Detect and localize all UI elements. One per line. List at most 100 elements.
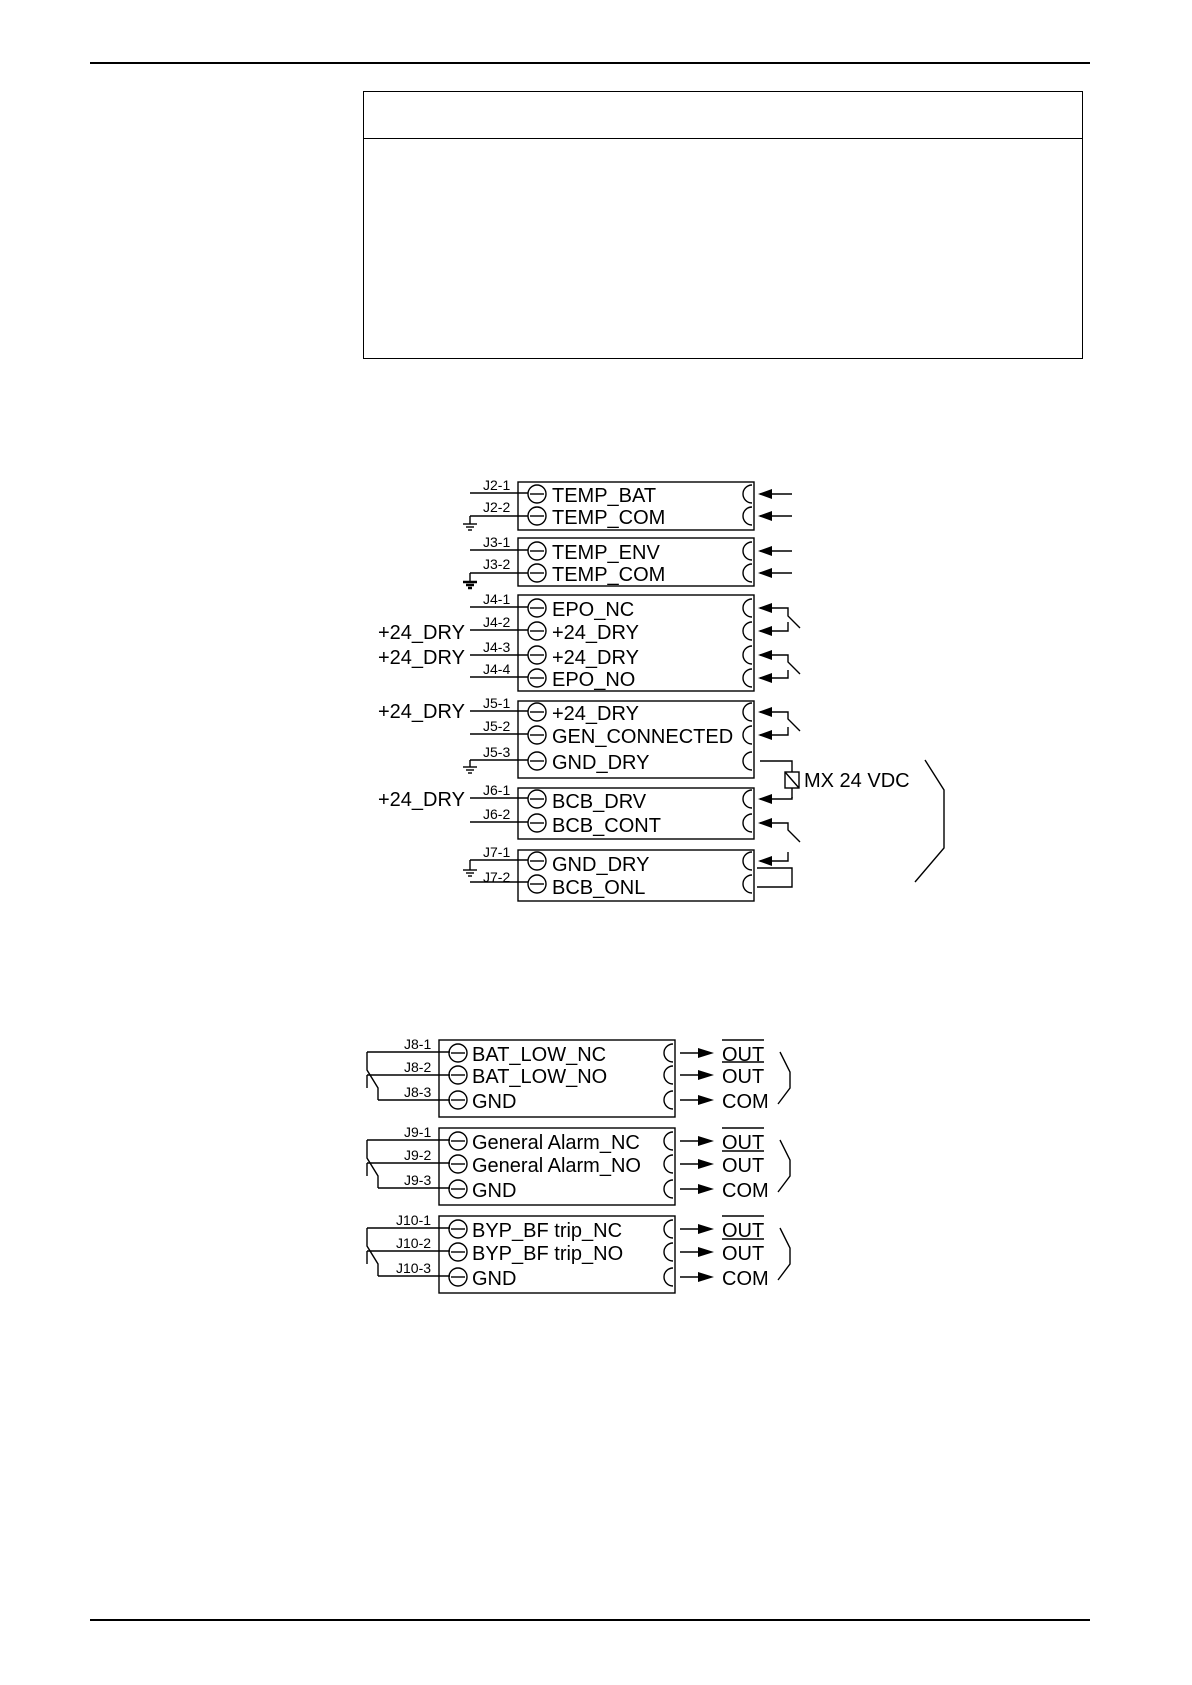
relay-contact-line: [366, 1052, 379, 1100]
screw-terminal-icon: [448, 1090, 468, 1110]
relay-contact-line: [366, 1228, 379, 1276]
pin-number: J5-2: [483, 718, 510, 734]
screw-terminal-icon: [527, 645, 547, 665]
arrow-left-icon: [758, 489, 772, 499]
top-rule: [90, 62, 1090, 64]
pin-number: J4-3: [483, 639, 510, 655]
pin-number: J8-1: [404, 1036, 431, 1052]
terminal-j9-3: J9-3 GND COM: [378, 1172, 769, 1202]
terminal-label: BCB_ONL: [552, 877, 645, 899]
plug-socket-icon: [663, 1242, 674, 1262]
bracket-line: [777, 1227, 791, 1281]
terminal-label: TEMP_COM: [552, 507, 665, 529]
output-wiring-diagram: J8-1 BAT_LOW_NC OUT J8-2 BAT_LOW_NO OUT …: [366, 1036, 791, 1294]
relay-contact-line: [366, 1140, 379, 1188]
pin-number: J10-2: [396, 1235, 431, 1251]
terminal-label: GND: [472, 1180, 516, 1202]
pin-number: J5-1: [483, 695, 510, 711]
plug-socket-icon: [742, 598, 753, 618]
pin-number: J8-2: [404, 1059, 431, 1075]
terminal-label: BYP_BF trip_NC: [472, 1220, 622, 1242]
ground-icon: [463, 523, 477, 531]
arrow-right-icon: [698, 1159, 714, 1169]
plug-socket-icon: [742, 725, 753, 745]
screw-terminal-icon: [448, 1242, 468, 1262]
terminal-block-j3: [517, 537, 755, 587]
terminal-j10-1: J10-1 BYP_BF trip_NC OUT: [367, 1212, 764, 1242]
relay-label: MX 24 VDC: [804, 770, 910, 792]
terminal-j5-2: J5-2 GEN_CONNECTED: [470, 718, 789, 748]
plug-socket-icon: [742, 813, 753, 833]
arrow-right-icon: [698, 1272, 714, 1282]
screw-terminal-icon: [527, 751, 547, 771]
screw-terminal-icon: [527, 789, 547, 809]
terminal-block-j5: [517, 700, 755, 779]
output-label: COM: [722, 1180, 769, 1202]
terminal-label: BAT_LOW_NC: [472, 1044, 606, 1066]
output-label: OUT: [722, 1044, 764, 1066]
terminal-label: General Alarm_NO: [472, 1155, 641, 1177]
terminal-j2-1: J2-1 TEMP_BAT: [470, 477, 792, 507]
arrow-left-icon: [758, 568, 772, 578]
pin-number: J4-1: [483, 591, 510, 607]
screw-terminal-icon: [527, 668, 547, 688]
arrow-left-icon: [758, 546, 772, 556]
pin-number: J2-2: [483, 499, 510, 515]
supply-label: +24_DRY: [378, 647, 465, 669]
plug-socket-icon: [742, 506, 753, 526]
terminal-label: EPO_NO: [552, 669, 635, 691]
plug-socket-icon: [663, 1154, 674, 1174]
plug-socket-icon: [742, 541, 753, 561]
terminal-j7-2: J7-2 BCB_ONL: [470, 867, 793, 899]
mechanical-link-line: [914, 759, 945, 883]
arrow-right-icon: [698, 1224, 714, 1234]
terminal-label: TEMP_BAT: [552, 485, 656, 507]
terminal-j4-4: J4-4 EPO_NO: [470, 661, 789, 691]
terminal-label: GND_DRY: [552, 752, 649, 774]
ground-icon: [463, 580, 477, 590]
terminal-j10-3: J10-3 GND COM: [378, 1260, 769, 1290]
plug-socket-icon: [742, 563, 753, 583]
bracket-line: [777, 1139, 791, 1193]
plug-socket-icon: [663, 1267, 674, 1287]
terminal-j8-2: J8-2 BAT_LOW_NO OUT: [367, 1059, 764, 1088]
arrow-right-icon: [698, 1048, 714, 1058]
arrow-left-icon: [758, 511, 772, 521]
note-box-header: [364, 92, 1082, 139]
note-box: [363, 91, 1083, 359]
screw-terminal-icon: [448, 1065, 468, 1085]
pin-number: J6-1: [483, 782, 510, 798]
screw-terminal-icon: [527, 725, 547, 745]
screw-terminal-icon: [448, 1154, 468, 1174]
pin-number: J8-3: [404, 1084, 431, 1100]
supply-label: +24_DRY: [378, 789, 465, 811]
pin-number: J9-1: [404, 1124, 431, 1140]
terminal-block-j4: [517, 594, 755, 692]
output-label: COM: [722, 1268, 769, 1290]
output-label: COM: [722, 1091, 769, 1113]
terminal-label: BCB_CONT: [552, 815, 661, 837]
terminal-j5-3: J5-3 GND_DRY: [463, 744, 793, 774]
screw-terminal-icon: [448, 1219, 468, 1239]
bottom-rule: [90, 1619, 1090, 1621]
screw-terminal-icon: [527, 621, 547, 641]
terminal-label: BAT_LOW_NO: [472, 1066, 607, 1088]
screw-terminal-icon: [527, 563, 547, 583]
plug-socket-icon: [742, 851, 753, 871]
plug-socket-icon: [663, 1219, 674, 1239]
pin-number: J7-2: [483, 869, 510, 885]
pin-number: J10-3: [396, 1260, 431, 1276]
screw-terminal-icon: [448, 1043, 468, 1063]
plug-socket-icon: [742, 621, 753, 641]
pin-number: J4-4: [483, 661, 510, 677]
terminal-label: +24_DRY: [552, 703, 639, 725]
pin-number: J4-2: [483, 614, 510, 630]
terminal-block-j9: [438, 1127, 676, 1206]
pin-number: J5-3: [483, 744, 510, 760]
terminal-j2-2: J2-2 TEMP_COM: [463, 499, 792, 531]
pin-number: J3-1: [483, 534, 510, 550]
screw-terminal-icon: [448, 1267, 468, 1287]
output-label: OUT: [722, 1243, 764, 1265]
terminal-block-j6: [517, 787, 755, 840]
terminal-label: TEMP_ENV: [552, 542, 660, 564]
